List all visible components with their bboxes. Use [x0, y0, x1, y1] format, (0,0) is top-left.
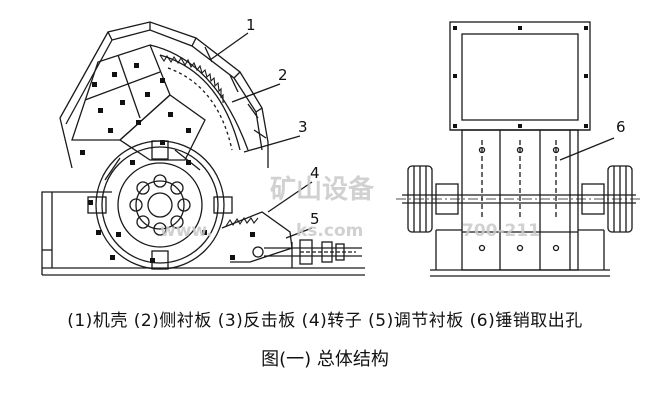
right-pulley	[581, 165, 633, 233]
leader-3	[243, 135, 301, 153]
front-base	[430, 229, 610, 277]
watermark: 矿山设备 www. ks.com 700-211	[160, 174, 540, 241]
figure-title: 图(一) 总体结构	[261, 349, 389, 370]
callout-6: 6	[616, 118, 626, 136]
leader-2	[231, 83, 281, 103]
crusher-structure-drawing: 1 2 3 4 5	[41, 16, 642, 277]
leader-1	[209, 32, 249, 61]
callout-5: 5	[310, 210, 320, 228]
side-liner	[71, 44, 206, 161]
callout-2: 2	[278, 66, 288, 84]
side-section-view: 1 2 3 4 5	[41, 16, 365, 276]
callout-1: 1	[246, 16, 256, 34]
front-view: 6	[396, 21, 642, 277]
rotor-blowbar-rods	[116, 160, 207, 237]
callout-4: 4	[310, 164, 320, 182]
adjusting-liner	[221, 211, 293, 263]
machine-casing	[59, 21, 269, 169]
main-shaft	[396, 194, 642, 204]
watermark-phone: 700-211	[462, 221, 540, 241]
hammer-pin-holes	[478, 146, 560, 252]
feed-inlet	[449, 21, 591, 131]
leader-5	[285, 227, 313, 239]
watermark-line1: 矿山设备	[270, 174, 375, 205]
crusher-body	[461, 129, 579, 271]
parts-legend: (1)机壳 (2)侧衬板 (3)反击板 (4)转子 (5)调节衬板 (6)锤销取…	[67, 311, 583, 331]
impact-plate	[149, 44, 249, 151]
leader-6	[559, 137, 615, 161]
base-frame	[41, 191, 365, 276]
callout-3: 3	[298, 118, 308, 136]
leader-4	[267, 181, 313, 213]
impact-plate-teeth	[159, 54, 224, 103]
watermark-www: www.	[160, 221, 213, 241]
rotor	[87, 140, 233, 270]
adjusting-rod	[252, 239, 362, 265]
inlet-flange-holes	[453, 26, 588, 128]
left-pulley	[407, 165, 459, 233]
watermark-domain: ks.com	[296, 221, 363, 241]
